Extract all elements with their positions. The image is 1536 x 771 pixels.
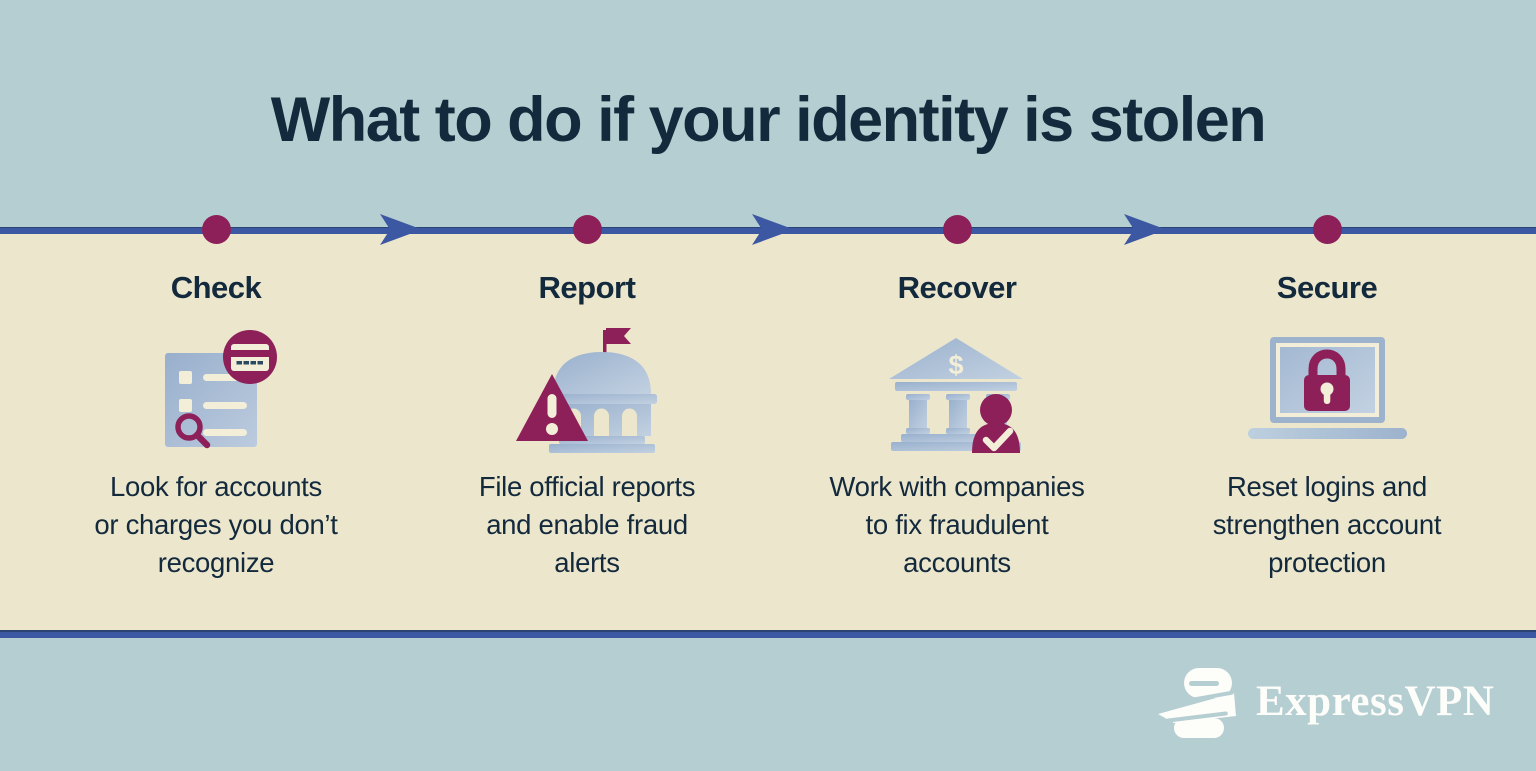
step-secure: Secure bbox=[1142, 270, 1512, 582]
footer-band bbox=[0, 638, 1536, 771]
arrow-right-icon bbox=[380, 214, 422, 245]
timeline-dot bbox=[202, 215, 231, 244]
brand-name: ExpressVPN bbox=[1256, 677, 1495, 725]
document-search-icon bbox=[31, 318, 401, 460]
step-check: Check bbox=[31, 270, 401, 582]
step-label: Report bbox=[538, 270, 636, 305]
svg-text:$: $ bbox=[948, 350, 963, 380]
step-label: Secure bbox=[1276, 270, 1378, 305]
step-description: Reset logins and strengthen account prot… bbox=[1212, 471, 1442, 578]
expressvpn-logo-icon bbox=[1158, 668, 1236, 738]
step-description: Look for accounts or charges you don’t r… bbox=[94, 471, 338, 578]
timeline-dot bbox=[943, 215, 972, 244]
header-band bbox=[0, 0, 1536, 227]
timeline-dot bbox=[1313, 215, 1342, 244]
step-recover: Recover $ bbox=[772, 270, 1142, 582]
building-warning-icon bbox=[402, 318, 772, 460]
arrow-right-icon bbox=[752, 214, 794, 245]
step-label: Recover bbox=[897, 270, 1017, 305]
footer-divider-line bbox=[0, 630, 1536, 638]
step-report: Report bbox=[402, 270, 772, 582]
step-label: Check bbox=[170, 270, 262, 305]
step-description: Work with companies to fix fraudulent ac… bbox=[829, 471, 1085, 578]
step-description: File official reports and enable fraud a… bbox=[478, 471, 696, 578]
page-title: What to do if your identity is stolen bbox=[270, 85, 1267, 155]
bank-person-icon: $ bbox=[772, 318, 1142, 460]
laptop-lock-icon bbox=[1142, 318, 1512, 460]
expressvpn-logo: ExpressVPN bbox=[1156, 662, 1494, 740]
arrow-right-icon bbox=[1124, 214, 1166, 245]
timeline-dot bbox=[573, 215, 602, 244]
